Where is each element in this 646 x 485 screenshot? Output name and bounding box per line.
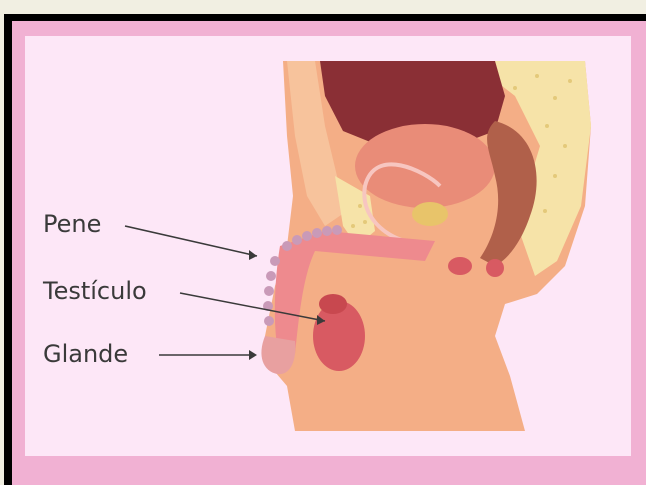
sphincter-rear <box>486 259 504 277</box>
illustration-panel: Pene Testículo Glande <box>25 36 631 456</box>
label-testiculo: Testículo <box>43 279 147 303</box>
seminal-vesicle <box>412 202 448 226</box>
anatomy-illustration <box>25 36 631 456</box>
pene-leader <box>125 226 257 256</box>
sphincter-front <box>448 257 472 275</box>
glande-leader-arrow <box>249 350 257 360</box>
prostate <box>355 124 495 208</box>
epididymis <box>319 294 347 314</box>
label-pene: Pene <box>43 212 101 236</box>
label-glande: Glande <box>43 342 128 366</box>
